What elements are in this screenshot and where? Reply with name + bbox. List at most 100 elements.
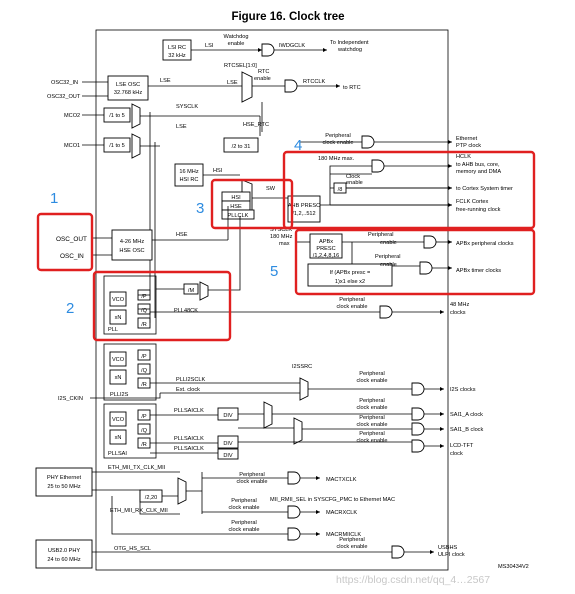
osc-out-pin: OSC_OUT xyxy=(56,236,87,243)
mactx-output: MACTXCLK xyxy=(326,477,357,483)
macrmii-gate-label: Peripheral xyxy=(231,520,257,526)
plli2s-p-label: /P xyxy=(141,354,147,360)
plli2sclk-signal: PLLI2SCLK xyxy=(176,377,205,383)
highlight-box-2 xyxy=(92,270,232,342)
macrx-gate xyxy=(287,505,301,519)
mactx-gate xyxy=(287,471,301,485)
hse-osc-label: HSE OSC xyxy=(119,248,144,254)
eth-rx-clk-signal: ETH_MII_RX_CLK_MII xyxy=(110,508,168,514)
apb-periph-gate xyxy=(423,235,437,249)
highlight-box-4 xyxy=(282,150,536,230)
sai-b-gate xyxy=(411,422,425,436)
lsi-rc-freq: 32 kHz xyxy=(168,53,186,59)
lse-signal: LSE xyxy=(160,78,171,84)
fclk-output: FCLK Cortex xyxy=(456,199,489,205)
lcd-div-label: DIV xyxy=(223,441,233,447)
sai-b-gate-label: Peripheral xyxy=(359,415,385,421)
ahb-max-label: 180 MHz max. xyxy=(318,156,355,162)
pll-q-label: /Q xyxy=(141,308,148,314)
rtc-mux xyxy=(241,71,253,103)
figure-id: MS30434V2 xyxy=(498,564,529,570)
pllsai-xn-label: xN xyxy=(115,435,122,441)
watchdog-destination-2: watchdog xyxy=(337,47,362,53)
apb-presc-label: APBx xyxy=(319,239,333,245)
lse-osc-label: LSE OSC xyxy=(116,82,140,88)
pll48ck-signal: PLL48CK xyxy=(174,308,198,314)
mco2-div-label: /1 to 5 xyxy=(109,113,125,119)
apb-presc-label-2: PRESC xyxy=(316,246,335,252)
i2ssrc-label: I2SSRC xyxy=(292,364,312,370)
rmii-sel-label: MII_RMII_SEL in SYSCFG_PMC to Ethernet M… xyxy=(270,497,395,503)
sysclk-label-apb: SYSCLK xyxy=(270,227,292,233)
mco1-pin: MCO1 xyxy=(64,143,80,149)
lcd-gate-label: Peripheral xyxy=(359,431,385,437)
lcd-div-label-2: DIV xyxy=(223,453,233,459)
macrmii-gate-label-2: clock enable xyxy=(228,527,259,533)
plli2s-r-label: /R xyxy=(141,382,147,388)
i2s-ckin-pin: I2S_CKIN xyxy=(58,396,83,402)
sai-b-output: SAI1_B clock xyxy=(450,427,483,433)
pllsai-q xyxy=(137,423,151,435)
watchdog-destination: To Independent xyxy=(330,40,369,46)
lcd-output-2: clock xyxy=(450,451,463,457)
mco1-prescaler xyxy=(103,137,131,153)
sai-a-gate-label-2: clock enable xyxy=(356,405,387,411)
ptp-output-2: PTP clock xyxy=(456,143,481,149)
pllsaiclk-signal-2: PLLSAICLK xyxy=(174,436,204,442)
pllsai-label: PLLSAI xyxy=(108,451,127,457)
mco2-mux xyxy=(131,103,141,129)
i2s-output: I2S clocks xyxy=(450,387,476,393)
mco1-mux xyxy=(131,133,141,159)
48mhz-gate xyxy=(379,305,393,319)
lsi-signal: LSI xyxy=(205,43,214,49)
hse-rtc-prescaler xyxy=(223,137,259,153)
ahb-presc-values: /1,2,..512 xyxy=(292,211,315,217)
pllsai-block xyxy=(103,403,157,459)
lcd-gate-label-2: clock enable xyxy=(356,438,387,444)
plli2s-q-label: /Q xyxy=(141,368,148,374)
pllsai-xn xyxy=(109,429,127,445)
annotation-number-3: 3 xyxy=(196,200,204,217)
usb-phy-block xyxy=(35,539,93,569)
lse-signal-mco: LSE xyxy=(176,124,187,130)
usb-output: USBHS xyxy=(438,545,458,551)
rtc-label: RTC xyxy=(258,69,269,75)
pll-xn xyxy=(109,309,127,325)
48mhz-output: 48 MHz xyxy=(450,302,469,308)
ahb-prescaler xyxy=(287,195,321,223)
mco2-prescaler xyxy=(103,107,131,123)
macrx-gate-label-2: clock enable xyxy=(228,505,259,511)
sai-a-gate xyxy=(411,407,425,421)
eth-div-label: /2,20 xyxy=(145,495,157,501)
rcc-boundary xyxy=(95,29,449,571)
apb-timer-else-label: 1)x1 else x2 xyxy=(335,279,365,285)
annotation-number-2: 2 xyxy=(66,300,74,317)
i2s-src-mux xyxy=(299,377,309,401)
48mhz-output-2: clocks xyxy=(450,310,466,316)
watermark: https://blog.csdn.net/qq_4…2567 xyxy=(336,574,490,586)
mco1-div-label: /1 to 5 xyxy=(109,143,125,149)
usb-gate xyxy=(391,545,405,559)
clock-enable-label-2: enable xyxy=(346,180,363,186)
mactx-gate-label: Peripheral xyxy=(239,472,265,478)
lse-osc-block xyxy=(107,75,149,101)
pll-p-label: /P xyxy=(141,294,147,300)
sai-b-gate-label-2: clock enable xyxy=(356,422,387,428)
48mhz-gate-label-2: clock enable xyxy=(336,304,367,310)
usb-output-2: ULPI clock xyxy=(438,552,465,558)
eth-tx-clk-signal: ETH_MII_TX_CLK_MII xyxy=(108,465,166,471)
hse-osc-freq: 4-26 MHz xyxy=(120,239,144,245)
pll-m-label: /M xyxy=(188,288,195,294)
macrx-output: MACRXCLK xyxy=(326,510,357,516)
fclk-output-2: free-running clock xyxy=(456,207,501,213)
hse-osc-block xyxy=(111,229,153,261)
apb-timer-gate-label: Peripheral xyxy=(375,254,401,260)
ptp-gate xyxy=(361,135,375,149)
apb-presc-values: /1,2,4,8,16 xyxy=(313,253,339,259)
usb-phy-label: USB2.0 PHY xyxy=(48,548,81,554)
macrmii-gate xyxy=(287,527,301,541)
plli2s-p xyxy=(137,349,151,361)
hclk-output-2: to AHB bus, core, xyxy=(456,162,500,168)
